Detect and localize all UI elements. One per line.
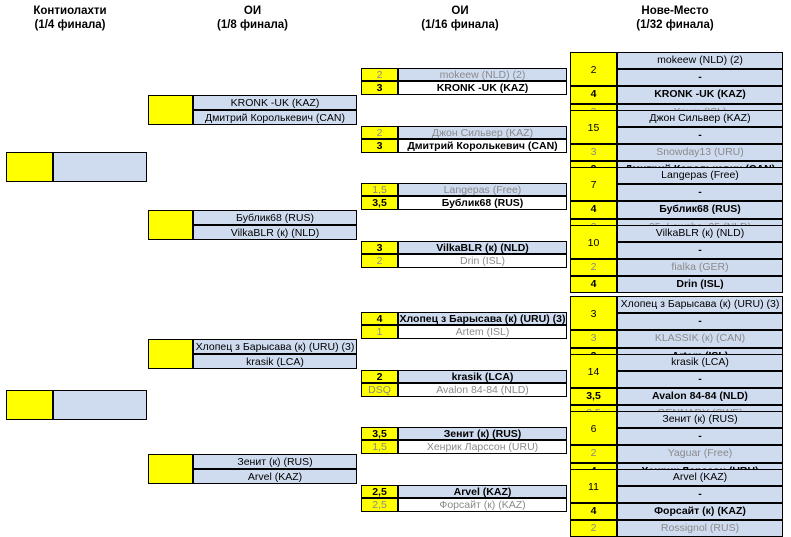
score-cell: 2 <box>361 369 398 383</box>
score-cell: 3 <box>361 81 398 95</box>
player-slot: Arvel (KAZ) <box>193 469 357 484</box>
player-slot: mokeew (NLD) (2) <box>617 52 783 70</box>
player-slot: Avalon 84-84 (NLD) <box>617 387 783 406</box>
seed-box <box>6 390 53 420</box>
score-cell: 4 <box>361 312 398 325</box>
score-cell: 1,5 <box>361 183 398 196</box>
header-quarterfinal: Контиолахти(1/4 финала) <box>33 5 107 31</box>
seed-box: 3 <box>570 296 617 331</box>
seed-box <box>148 95 193 125</box>
player-slot: Yaguar (Free) <box>617 445 783 463</box>
player-slot: Зенит (к) (RUS) <box>617 411 783 429</box>
player-slot: Зенит (к) (RUS) <box>398 427 567 440</box>
score-cell: 2 <box>570 258 617 277</box>
seed-box <box>6 152 53 182</box>
player-slot: Бублик68 (RUS) <box>617 201 783 219</box>
seed-box: 10 <box>570 224 617 259</box>
score-cell: 1 <box>361 325 398 339</box>
empty-slot: - <box>617 370 783 388</box>
player-slot: VilkaBLR (к) (NLD) <box>193 225 357 240</box>
score-cell: 3 <box>361 138 398 153</box>
player-slot: VilkaBLR (к) (NLD) <box>398 240 567 254</box>
player-slot: Arvel (KAZ) <box>398 484 567 498</box>
seed-box <box>148 454 193 484</box>
player-slot: Форсайт (к) (KAZ) <box>617 502 783 521</box>
score-cell: 3 <box>361 240 398 254</box>
empty-slot: - <box>617 126 783 144</box>
player-slot: Snowday13 (URU) <box>617 143 783 162</box>
player-slot <box>53 152 147 182</box>
seed-box: 14 <box>570 353 617 388</box>
empty-slot: - <box>617 313 783 331</box>
seed-box <box>148 339 193 369</box>
score-cell: 4 <box>570 502 617 521</box>
seed-box <box>148 210 193 240</box>
player-slot: fialka (GER) <box>617 258 783 277</box>
score-cell: 3,5 <box>361 427 398 440</box>
score-cell: 4 <box>570 201 617 219</box>
player-slot: Зенит (к) (RUS) <box>193 454 357 469</box>
player-slot: Avalon 84-84 (NLD) <box>398 382 567 397</box>
empty-slot: - <box>617 184 783 202</box>
seed-box: 7 <box>570 167 617 202</box>
player-slot: Хенрик Ларссон (URU) <box>398 440 567 454</box>
player-slot: KRONK -UK (KAZ) <box>617 86 783 104</box>
player-slot: Джон Сильвер (KAZ) <box>617 109 783 127</box>
header-round-of-16: ОИ(1/16 финала) <box>421 5 499 31</box>
header-round-of-32: Нове-Место(1/32 финала) <box>636 5 714 31</box>
player-slot: KRONK -UK (KAZ) <box>398 81 567 95</box>
score-cell: 2 <box>570 445 617 463</box>
score-cell: 2 <box>361 125 398 139</box>
player-slot: KLASSIK (к) (CAN) <box>617 330 783 348</box>
player-slot: Хлопец з Барысава (к) (URU) (3) <box>398 312 567 325</box>
score-cell: 2 <box>361 253 398 268</box>
score-cell: 2,5 <box>361 497 398 512</box>
player-slot: Drin (ISL) <box>398 253 567 268</box>
score-cell: 4 <box>570 86 617 104</box>
player-slot: Бублик68 (RUS) <box>193 210 357 225</box>
score-cell: 2,5 <box>361 484 398 498</box>
player-slot: Arvel (KAZ) <box>617 468 783 486</box>
header-round-of-8: ОИ(1/8 финала) <box>216 5 289 31</box>
score-cell: 3 <box>570 143 617 162</box>
player-slot <box>53 390 147 420</box>
score-cell: 3,5 <box>361 196 398 210</box>
player-slot: krasik (LCA) <box>617 353 783 371</box>
player-slot: krasik (LCA) <box>193 354 357 369</box>
player-slot: Langepas (Free) <box>398 183 567 196</box>
player-slot: Бублик68 (RUS) <box>398 196 567 210</box>
player-slot: Форсайт (к) (KAZ) <box>398 497 567 512</box>
score-cell: 2 <box>570 520 617 537</box>
score-cell: 4 <box>570 276 617 294</box>
player-slot: KRONK -UK (KAZ) <box>193 95 357 110</box>
player-slot: Langepas (Free) <box>617 167 783 185</box>
player-slot: Rossignol (RUS) <box>617 520 783 537</box>
seed-box: 6 <box>570 411 617 446</box>
player-slot: Artem (ISL) <box>398 325 567 339</box>
score-cell: 2 <box>361 68 398 81</box>
player-slot: Дмитрий Королькевич (CAN) <box>193 110 357 125</box>
player-slot: Дмитрий Королькевич (CAN) <box>398 138 567 153</box>
player-slot: Хлопец з Барысава (к) (URU) (3) <box>617 296 783 314</box>
player-slot: Drin (ISL) <box>617 276 783 294</box>
player-slot: Хлопец з Барысава (к) (URU) (3) <box>193 339 357 354</box>
score-cell: 3 <box>570 330 617 348</box>
player-slot: Джон Сильвер (KAZ) <box>398 125 567 139</box>
player-slot: krasik (LCA) <box>398 369 567 383</box>
score-cell: 3,5 <box>570 387 617 406</box>
score-cell: 1,5 <box>361 440 398 454</box>
player-slot: VilkaBLR (к) (NLD) <box>617 224 783 242</box>
seed-box: 15 <box>570 109 617 144</box>
empty-slot: - <box>617 428 783 446</box>
empty-slot: - <box>617 241 783 259</box>
empty-slot: - <box>617 485 783 503</box>
seed-box: 11 <box>570 468 617 503</box>
player-slot: mokeew (NLD) (2) <box>398 68 567 81</box>
score-cell: DSQ <box>361 382 398 397</box>
empty-slot: - <box>617 69 783 87</box>
seed-box: 2 <box>570 52 617 87</box>
